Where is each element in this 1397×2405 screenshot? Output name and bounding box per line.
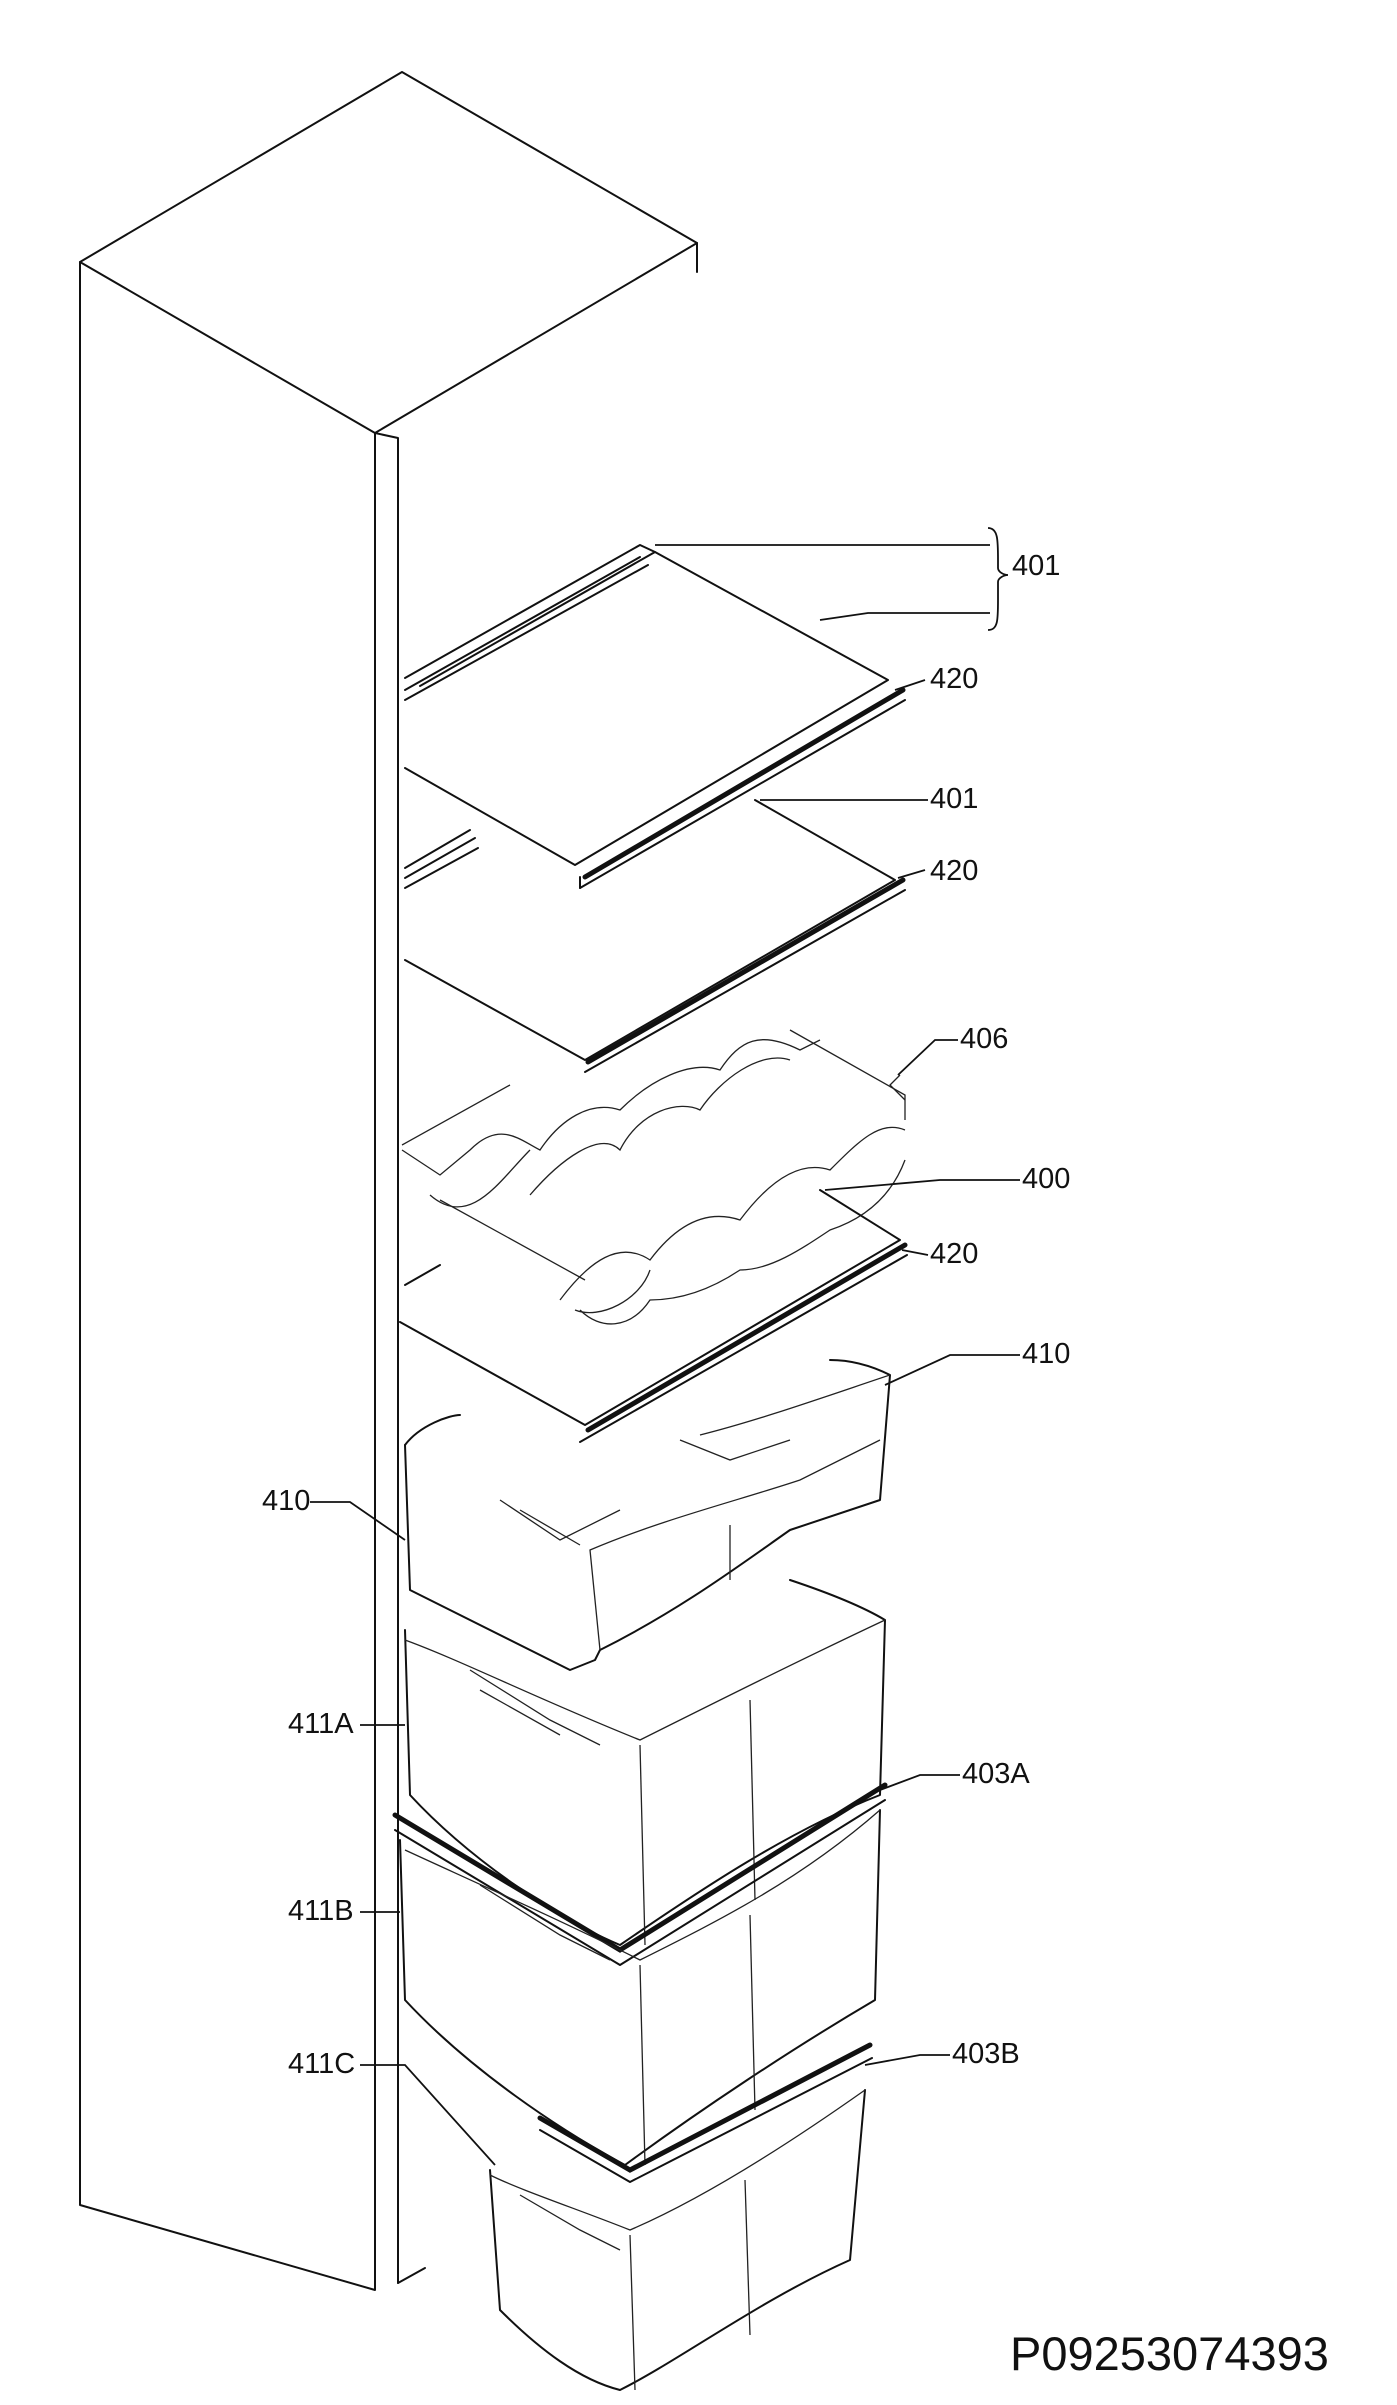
drawer-411B-front-edge <box>639 1964 646 2166</box>
drawer-411C <box>489 2089 866 2391</box>
glass-shelf-401-b <box>404 799 896 1061</box>
drawer-410-body <box>404 1359 891 1671</box>
rack-wave-rear <box>401 1038 821 1176</box>
drawer-410-floor-ridge <box>679 1439 791 1461</box>
glass-shelf-401 <box>404 551 889 866</box>
label-410-right: 410 <box>1022 1338 1071 1370</box>
drawer-411A <box>404 1579 886 1946</box>
cabinet-bottom-edge <box>397 2267 426 2284</box>
rack-wave <box>429 1149 531 1208</box>
drawer-410-floor-ridge <box>519 1509 581 1546</box>
rear-rail-line <box>404 564 649 701</box>
label-410-left: 410 <box>262 1485 311 1517</box>
glass-shelf-400 <box>399 1189 901 1426</box>
rear-line <box>404 1264 441 1286</box>
shelf-401-second <box>404 799 906 1073</box>
drawer-411C-front-edge <box>629 2234 636 2391</box>
drawer-411B-rim <box>404 1809 881 1961</box>
rack-corner <box>889 1074 906 1101</box>
brace-401 <box>987 527 1009 631</box>
drawer-411A-rim <box>404 1619 886 1741</box>
cabinet-top-face <box>79 71 698 434</box>
rack-wave-lower <box>579 1159 906 1325</box>
drawer-411C-floor-ridge <box>519 2194 621 2251</box>
glass-cover-403B-edge <box>539 2057 873 2183</box>
glass-cover-403A-edge <box>394 1799 886 1966</box>
leader-400 <box>824 1179 1020 1191</box>
label-403A: 403A <box>962 1758 1030 1790</box>
rack-wave-front <box>559 1126 906 1301</box>
rack-side-rail <box>789 1029 906 1120</box>
leader-lines <box>310 527 1020 2166</box>
rear-rail-line <box>404 829 471 869</box>
drawer-411A-floor-ridge <box>469 1669 601 1746</box>
rack-side-rail <box>439 1199 586 1281</box>
label-400: 400 <box>1022 1163 1071 1195</box>
label-406: 406 <box>960 1023 1009 1055</box>
rear-rail-line <box>404 847 479 889</box>
drawer-411B-seam <box>749 1914 756 2111</box>
drawer-411A-front-edge <box>639 1744 646 1946</box>
drawer-410-rear-left <box>404 1414 461 1446</box>
drawer-411B-floor-ridge <box>479 1884 611 1961</box>
cover-403A <box>392 1782 888 1966</box>
rack-wave <box>574 1269 651 1314</box>
label-420-second: 420 <box>930 855 979 887</box>
leader-401a-bottom <box>819 612 990 621</box>
cabinet <box>79 71 698 2291</box>
leader-411C <box>360 2064 496 2166</box>
label-420-third: 420 <box>930 1238 979 1270</box>
drawer-411A-floor-ridge <box>479 1689 561 1736</box>
drawer-411C-rim <box>489 2089 866 2231</box>
drawer-411C-body <box>489 2089 866 2391</box>
leader-420a <box>894 679 926 691</box>
front-trim-420-b <box>585 877 906 1065</box>
leader-403B <box>864 2054 950 2066</box>
front-trim-420-c <box>585 1242 908 1433</box>
label-411C: 411C <box>288 2048 356 2080</box>
rear-rail-line <box>404 556 641 691</box>
drawing-code: P09253074393 <box>1010 2327 1329 2380</box>
front-trim-420 <box>582 687 906 880</box>
leader-410-left <box>310 1501 406 1541</box>
drawer-410-front-top <box>589 1439 881 1651</box>
shelf-400 <box>399 1189 908 1443</box>
glass-cover-403B <box>537 2042 873 2173</box>
drawer-410-rim <box>699 1374 891 1436</box>
drawer-410-floor <box>499 1499 621 1541</box>
drawer-411C-seam <box>744 2179 751 2336</box>
shelf-401-top <box>404 544 906 889</box>
leader-420b <box>897 869 926 879</box>
glass-cover-403A <box>392 1782 888 1953</box>
leader-406 <box>897 1039 958 1076</box>
rear-rail <box>404 544 656 687</box>
leader-410-right <box>884 1354 1020 1386</box>
cover-403B <box>537 2042 873 2183</box>
leader-403A <box>879 1774 960 1791</box>
bottle-rack-406 <box>401 1029 906 1325</box>
rear-rail-line <box>404 837 476 879</box>
label-403B: 403B <box>952 2038 1020 2070</box>
cabinet-side-face <box>79 261 376 2291</box>
drawer-411A-body <box>404 1579 886 1946</box>
label-401-second: 401 <box>930 783 979 815</box>
drawer-410 <box>404 1359 891 1671</box>
front-trim-420-b-edge <box>584 889 906 1073</box>
front-trim-420-edge <box>579 699 906 889</box>
cabinet-front-edge <box>374 432 399 2284</box>
label-420-top: 420 <box>930 663 979 695</box>
rack-rear-line <box>401 1084 511 1146</box>
label-401-top: 401 <box>1012 550 1061 582</box>
label-411B: 411B <box>288 1895 354 1927</box>
label-411A: 411A <box>288 1708 354 1740</box>
leader-420c <box>901 1249 929 1256</box>
rack-wave-mid <box>529 1057 791 1196</box>
front-trim-420-c-edge <box>579 1254 908 1443</box>
